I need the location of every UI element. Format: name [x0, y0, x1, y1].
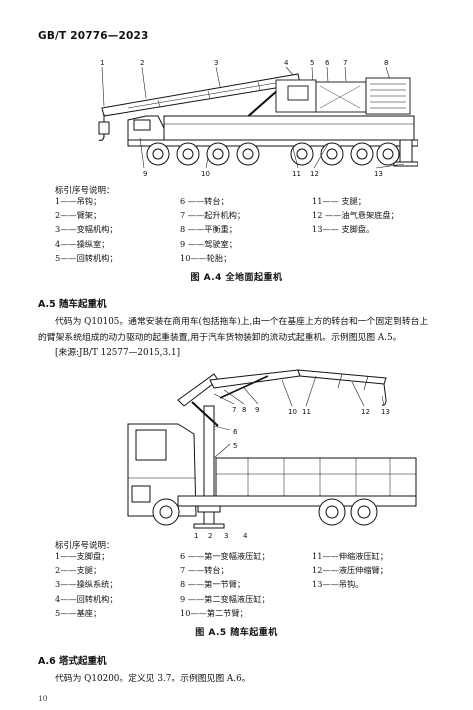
- callout-9: 9: [143, 170, 147, 178]
- callout-4: 4: [284, 59, 289, 67]
- callout-5: 5: [233, 442, 237, 450]
- legend-item: 12 ——油气悬架底盘；: [312, 210, 399, 221]
- section-a6-heading: A.6 塔式起重机: [38, 656, 107, 667]
- callout-4: 4: [243, 532, 248, 540]
- legend-item: 7 ——转台；: [180, 565, 229, 576]
- callout-11: 11: [292, 170, 301, 178]
- legend-title: 标引序号说明：: [55, 186, 115, 196]
- legend-item: 2——臂架；: [55, 210, 102, 221]
- section-a5-body: 代码为 Q10105。通常安装在商用车(包括拖车)上,由一个在基座上方的转台和一…: [38, 315, 468, 362]
- legend-item: 8 ——第一节臂；: [180, 579, 246, 590]
- legend-item: 9 ——驾驶室；: [180, 238, 237, 249]
- figure-a5-caption: 图 A.5 随车起重机: [195, 628, 278, 638]
- legend-col-1: 1——吊钩； 2——臂架； 3——变幅机构； 4——操纵室； 5——回转机构；: [55, 194, 175, 265]
- base-callouts: 1 2 3 4: [194, 532, 248, 540]
- page-number: 10: [38, 694, 48, 703]
- legend-item: 7 ——起升机构；: [180, 210, 246, 221]
- legend-item: 1——吊钩；: [55, 196, 102, 206]
- callout-10: 10: [288, 408, 297, 416]
- legend-item: 5——基座；: [55, 607, 102, 618]
- legend-item: 3——变幅机构；: [55, 224, 118, 235]
- callout-7: 7: [232, 406, 236, 414]
- callout-2: 2: [208, 532, 212, 540]
- legend-col-3: 11——伸缩液压缸； 12——液压伸缩臂； 13——吊钩。: [312, 549, 462, 592]
- legend-item: 10——轮胎；: [180, 252, 232, 263]
- legend-item: 11—— 支腿；: [312, 196, 366, 206]
- document-header: GB/T 20776—2023: [38, 30, 149, 42]
- callout-13: 13: [381, 408, 390, 416]
- legend-item: 5——回转机构；: [55, 252, 118, 263]
- callout-12: 12: [310, 170, 319, 178]
- legend-item: 3——操纵系统；: [55, 579, 118, 590]
- para-line: 代码为 Q10105。通常安装在商用车(包括拖车)上,由一个在基座上方的转台和一…: [55, 317, 429, 327]
- callout-8: 8: [384, 59, 388, 67]
- para-line: 的臂架系统组成的动力驱动的起重装置,用于汽车货物装卸的流动式起重机。示例图见图 …: [38, 332, 402, 343]
- legend-item: 13—— 支脚盘。: [312, 224, 375, 235]
- section-a6-body: 代码为 Q10200。定义见 3.7。示例图见图 A.6。: [55, 674, 251, 684]
- callout-3: 3: [214, 59, 218, 67]
- legend-item: 4——回转机构；: [55, 593, 118, 604]
- legend-col-2: 6 ——转台； 7 ——起升机构； 8 ——平衡重； 9 ——驾驶室； 10——…: [180, 194, 300, 265]
- callout-1: 1: [100, 59, 104, 67]
- callout-13: 13: [374, 170, 383, 178]
- legend-title: 标引序号说明：: [55, 541, 115, 551]
- legend-item: 6 ——第一变幅液压缸；: [180, 551, 270, 561]
- truck-mounted-crane-drawing: 7 8 9 10 11 12 13 6 5: [127, 369, 417, 529]
- legend-item: 6 ——转台；: [180, 196, 229, 206]
- legend-item: 4——操纵室；: [55, 238, 110, 249]
- legend-item: 9 ——第二变幅液压缸；: [180, 593, 270, 604]
- legend-item: 8 ——平衡重；: [180, 224, 237, 235]
- callout-11: 11: [302, 408, 311, 416]
- callout-2: 2: [140, 59, 144, 67]
- legend-col-3: 11—— 支腿； 12 ——油气悬架底盘； 13—— 支脚盘。: [312, 194, 462, 237]
- callout-8: 8: [242, 406, 246, 414]
- callout-7: 7: [343, 59, 347, 67]
- legend-item: 13——吊钩。: [312, 579, 364, 590]
- figure-a4-caption: 图 A.4 全地面起重机: [190, 273, 283, 283]
- section-a5-heading: A.5 随车起重机: [38, 299, 107, 310]
- legend-item: 10——第二节臂；: [180, 607, 248, 618]
- legend-item: 12——液压伸缩臂；: [312, 565, 388, 576]
- callout-3: 3: [224, 532, 228, 540]
- legend-item: 1——支脚盘；: [55, 551, 110, 561]
- callout-10: 10: [201, 170, 210, 178]
- callout-9: 9: [255, 406, 259, 414]
- legend-item: 11——伸缩液压缸；: [312, 551, 388, 561]
- legend-item: 2——支腿；: [55, 565, 102, 576]
- callout-1: 1: [194, 532, 198, 540]
- callout-12: 12: [361, 408, 370, 416]
- callout-6: 6: [233, 428, 238, 436]
- legend-col-1: 1——支脚盘； 2——支腿； 3——操纵系统； 4——回转机构； 5——基座；: [55, 549, 175, 620]
- source-citation: [来源:JB/T 12577—2015,3.1]: [55, 348, 180, 358]
- all-terrain-crane-drawing: 1 2 3 4 5 6 7 8: [98, 59, 418, 178]
- callout-6: 6: [325, 59, 330, 67]
- callout-5: 5: [310, 59, 314, 67]
- legend-col-2: 6 ——第一变幅液压缸； 7 ——转台； 8 ——第一节臂； 9 ——第二变幅液…: [180, 549, 310, 620]
